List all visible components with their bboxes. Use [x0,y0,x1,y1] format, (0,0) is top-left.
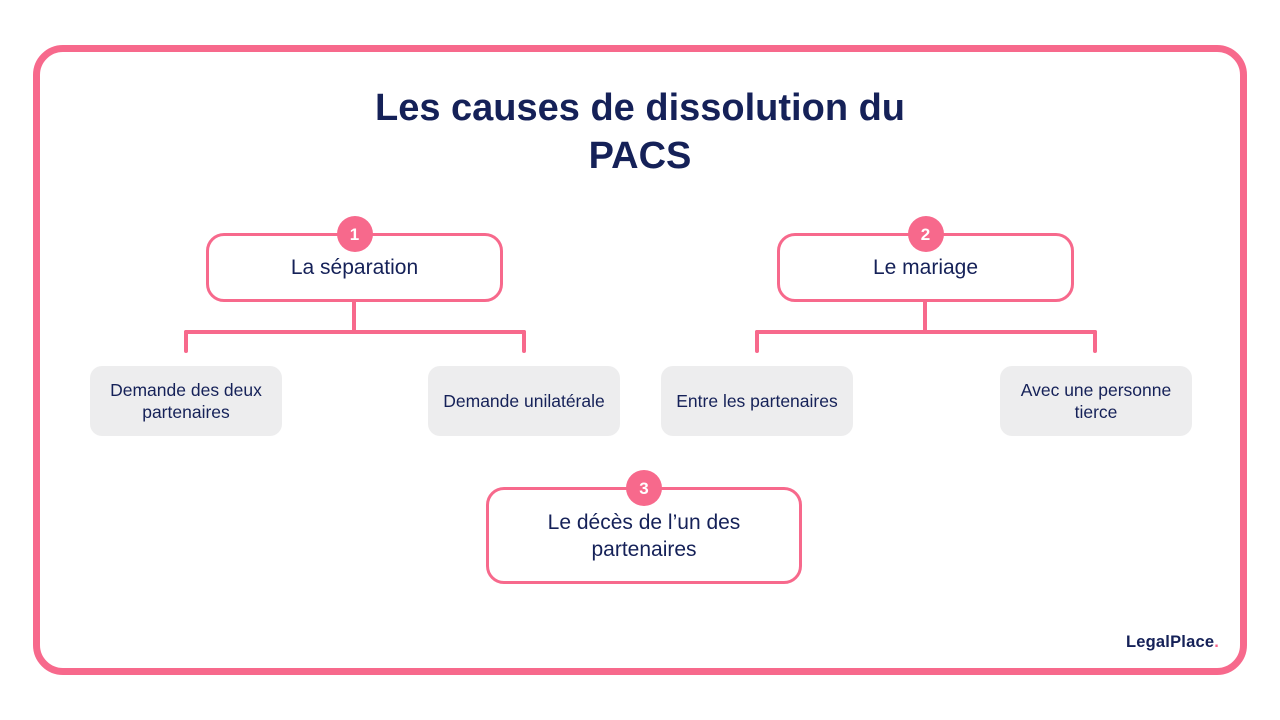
cause-label: Le décès de l’un des partenaires [547,510,741,561]
cause-box-separation: 1 La séparation [206,216,503,302]
border-frame [33,45,1247,675]
subcause-demande-deux-partenaires: Demande des deux partenaires [90,366,282,436]
cause-box-mariage: 2 Le mariage [777,216,1074,302]
subcause-demande-unilaterale: Demande unilatérale [428,366,620,436]
connector-bar-2 [755,330,1097,334]
subcause-avec-une-personne-tierce: Avec une personne tierce [1000,366,1192,436]
title-suffix: du [848,87,906,129]
logo-text: LegalPlace [1125,633,1215,651]
logo-dot: . [1214,633,1219,651]
subcause-entre-les-partenaires: Entre les partenaires [661,366,853,436]
number-badge-3: 3 [626,470,662,506]
connector-drop-1a [184,330,188,353]
title-line2: PACS [588,135,692,177]
title-prefix: Les [374,87,452,129]
legalplace-logo: LegalPlace. [1126,633,1219,652]
cause-label: La séparation [290,256,419,279]
connector-drop-2b [1093,330,1097,353]
connector-drop-1b [522,330,526,353]
cause-box-deces: 3 Le décès de l’un des partenaires [486,470,802,584]
title-highlight: causes de dissolution [448,84,852,137]
connector-stem-1 [352,300,356,333]
number-badge-1: 1 [336,216,373,252]
connector-stem-2 [923,300,927,333]
connector-bar-1 [184,330,526,334]
number-badge-2: 2 [907,216,944,252]
connector-drop-2a [755,330,759,353]
cause-label: Le mariage [872,256,979,279]
